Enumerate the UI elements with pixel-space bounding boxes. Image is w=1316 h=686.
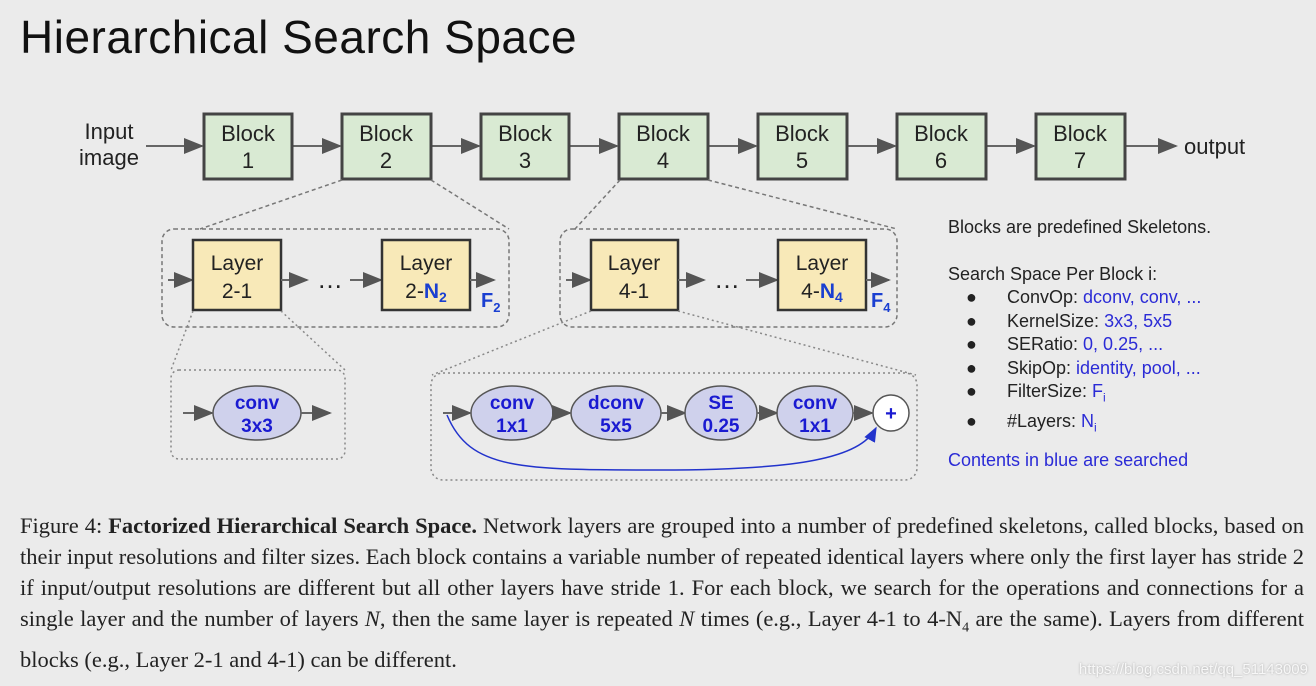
op-conv-3x3: conv 3x3	[212, 385, 302, 441]
list-item-kernelsize: ●KernelSize: 3x3, 5x5	[966, 310, 1173, 331]
svg-text:+: +	[885, 403, 897, 425]
svg-text:4-N4: 4-N4	[801, 280, 843, 305]
layer-4-N4: Layer 4-N4	[776, 238, 868, 312]
blocks-note: Blocks are predefined Skeletons.	[948, 217, 1212, 237]
block-1: Block 1	[202, 112, 294, 181]
op-conv-1x1-a: conv 1x1	[470, 385, 554, 441]
svg-text:0.25: 0.25	[703, 416, 740, 437]
svg-text:4-1: 4-1	[619, 280, 649, 303]
add-node: +	[872, 394, 910, 432]
svg-text:Block: Block	[359, 121, 414, 146]
svg-text:dconv: dconv	[588, 393, 644, 414]
block-7: Block 7	[1034, 112, 1127, 181]
svg-text:Block: Block	[636, 121, 691, 146]
block-4: Block 4	[617, 112, 710, 181]
layer-2-1: Layer 2-1	[191, 238, 283, 312]
skip-connection	[446, 414, 877, 471]
svg-text:4: 4	[657, 148, 669, 173]
svg-text:3x3: 3x3	[241, 416, 273, 437]
input-label-line1: Input	[85, 119, 134, 144]
block-5: Block 5	[756, 112, 849, 181]
svg-text:5: 5	[796, 148, 808, 173]
page-title: Hierarchical Search Space	[20, 11, 578, 63]
svg-text:Layer: Layer	[796, 252, 849, 275]
svg-text:SE: SE	[708, 393, 733, 414]
block-2: Block 2	[340, 112, 433, 181]
svg-text:conv: conv	[793, 393, 838, 414]
layer-4-1-detail	[430, 372, 918, 481]
figure-caption: Figure 4: Factorized Hierarchical Search…	[20, 513, 1305, 672]
layer-4-1: Layer 4-1	[589, 238, 680, 312]
svg-text:Block: Block	[221, 121, 276, 146]
list-item-seratio: ●SERatio: 0, 0.25, ...	[966, 334, 1164, 354]
group2-ellipsis: …	[317, 264, 343, 294]
list-item-skipop: ●SkipOp: identity, pool, ...	[966, 357, 1201, 378]
svg-text:conv: conv	[490, 393, 535, 414]
filter-F4: F4	[871, 290, 891, 315]
svg-text:5x5: 5x5	[600, 416, 632, 437]
search-space-list: ●ConvOp: dconv, conv, ... ●KernelSize: 3…	[948, 286, 1211, 440]
block-4-layers-group	[559, 228, 898, 328]
svg-text:7: 7	[1074, 148, 1086, 173]
svg-text:3: 3	[519, 148, 531, 173]
input-label-line2: image	[79, 145, 139, 170]
list-item-filtersize: ●FilterSize: Fi	[966, 381, 1106, 405]
svg-text:Layer: Layer	[608, 252, 661, 275]
block-6: Block 6	[895, 112, 988, 181]
svg-text:Layer: Layer	[211, 252, 264, 275]
per-block-heading: Search Space Per Block i:	[948, 263, 1158, 284]
svg-text:1: 1	[242, 148, 254, 173]
list-item-layers: ●#Layers: Ni	[966, 411, 1097, 435]
svg-text:Block: Block	[498, 121, 553, 146]
watermark: https://blog.csdn.net/qq_51143009	[1078, 661, 1308, 678]
svg-text:1x1: 1x1	[496, 416, 528, 437]
filter-F2: F2	[481, 290, 500, 315]
block-3: Block 3	[479, 112, 571, 181]
svg-text:Layer: Layer	[400, 252, 453, 275]
svg-text:Block: Block	[775, 121, 830, 146]
search-space-diagram: Input image output Block 1 Block 2 Block…	[79, 112, 1245, 481]
layer-2-1-detail	[170, 369, 346, 460]
svg-text:1x1: 1x1	[799, 416, 831, 437]
block-2-layers-group	[161, 228, 510, 328]
svg-text:2-1: 2-1	[222, 280, 252, 303]
op-dconv-5x5: dconv 5x5	[570, 385, 662, 441]
group4-ellipsis: …	[714, 264, 740, 294]
svg-text:2-N2: 2-N2	[405, 280, 447, 305]
svg-text:6: 6	[935, 148, 947, 173]
svg-text:conv: conv	[235, 393, 280, 414]
side-notes: Blocks are predefined Skeletons. Search …	[948, 216, 1211, 473]
op-conv-1x1-b: conv 1x1	[776, 385, 854, 441]
list-item-convop: ●ConvOp: dconv, conv, ...	[966, 287, 1202, 307]
output-label: output	[1184, 134, 1245, 159]
layer-2-N2: Layer 2-N2	[380, 238, 472, 312]
svg-text:Block: Block	[914, 121, 969, 146]
svg-text:2: 2	[380, 148, 392, 173]
op-se-0.25: SE 0.25	[684, 385, 758, 441]
blue-note: Contents in blue are searched	[948, 450, 1189, 471]
svg-text:Block: Block	[1053, 121, 1108, 146]
